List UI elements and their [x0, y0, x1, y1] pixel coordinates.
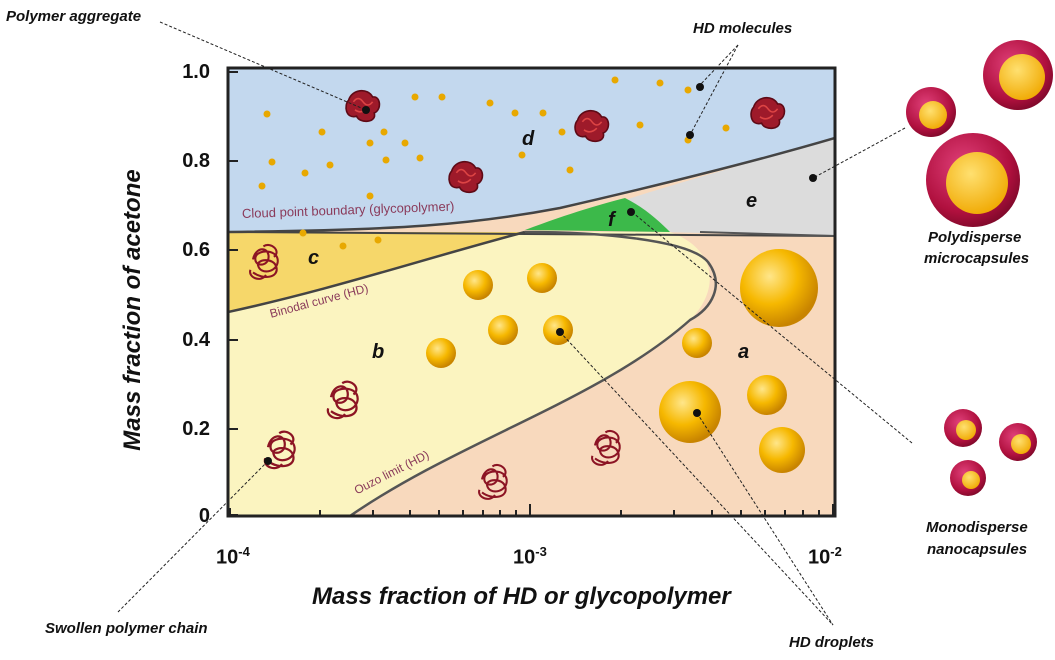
- region-d-label: d: [522, 128, 535, 150]
- hd-droplets: [426, 249, 818, 473]
- region-a-label: a: [738, 341, 750, 363]
- polydisperse-annotation-line1: Polydisperse: [928, 229, 1022, 246]
- polydisperse-annotation-line2: microcapsules: [924, 250, 1030, 267]
- plot-frame: [226, 66, 837, 518]
- hd-droplets-annotation: HD droplets: [789, 634, 875, 651]
- xtick-label: 10-2: [808, 544, 842, 569]
- region-e-area: [625, 138, 835, 236]
- polydisperse-microcapsules: [906, 40, 1053, 227]
- ytick-label: 0.4: [182, 329, 210, 351]
- annotation-leaders: [117, 21, 913, 626]
- region-f-area: [525, 198, 670, 232]
- monodisperse-annotation-line2: nanocapsules: [927, 541, 1028, 558]
- xtick-label: 10-3: [513, 544, 547, 569]
- ytick-label: 0.6: [182, 239, 210, 261]
- annotation-points: [264, 83, 817, 465]
- region-e-label: e: [746, 190, 758, 212]
- x-axis-title: Mass fraction of HD or glycopolymer: [312, 583, 731, 610]
- region-b-label: b: [372, 341, 385, 363]
- y-axis-title: Mass fraction of acetone: [119, 169, 146, 451]
- hd-molecules-annotation: HD molecules: [693, 20, 793, 37]
- region-d-area: [228, 68, 835, 232]
- monodisperse-annotation-line1: Monodisperse: [926, 519, 1028, 536]
- region-b-area: [228, 232, 710, 516]
- polymer-aggregate-annotation: Polymer aggregate: [6, 8, 142, 25]
- ytick-label: 1.0: [182, 61, 210, 83]
- ytick-label: 0.8: [182, 150, 210, 172]
- region-c-label: c: [308, 247, 320, 269]
- swollen-polymer-chain-annotation: Swollen polymer chain: [45, 620, 208, 637]
- ytick-label: 0.2: [182, 418, 210, 440]
- ytick-label: 0: [198, 505, 210, 527]
- plot-regions: [228, 68, 835, 516]
- region-f-label: f: [608, 209, 615, 231]
- monodisperse-nanocapsules: [944, 409, 1037, 496]
- xtick-label: 10-4: [216, 544, 250, 569]
